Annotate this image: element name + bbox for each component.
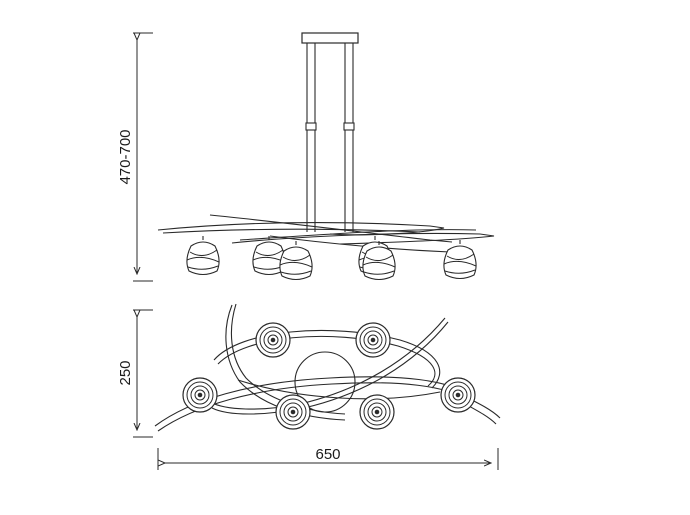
top-view	[154, 303, 501, 432]
height-side-label: 470-700	[117, 129, 134, 184]
lamp-arms	[157, 214, 495, 253]
dimension-width: 650	[157, 446, 499, 470]
top-shades	[182, 322, 476, 430]
ceiling-canopy	[301, 32, 359, 44]
suspension-rods	[305, 43, 355, 232]
dimension-height-side: 470-700	[117, 32, 153, 282]
height-top-label: 250	[117, 360, 134, 385]
side-shades	[186, 236, 477, 281]
side-shade	[443, 240, 477, 280]
side-shade	[279, 241, 313, 281]
top-shade	[255, 322, 291, 358]
side-shade	[186, 236, 220, 276]
dimension-height-top: 250	[117, 309, 153, 438]
top-shade	[275, 394, 311, 430]
width-label: 650	[315, 446, 340, 463]
top-shade	[355, 322, 391, 358]
top-shade	[182, 377, 218, 413]
side-shade	[362, 241, 396, 281]
top-arms	[154, 303, 501, 432]
top-shade	[440, 377, 476, 413]
top-shade	[359, 394, 395, 430]
side-view	[157, 32, 495, 281]
